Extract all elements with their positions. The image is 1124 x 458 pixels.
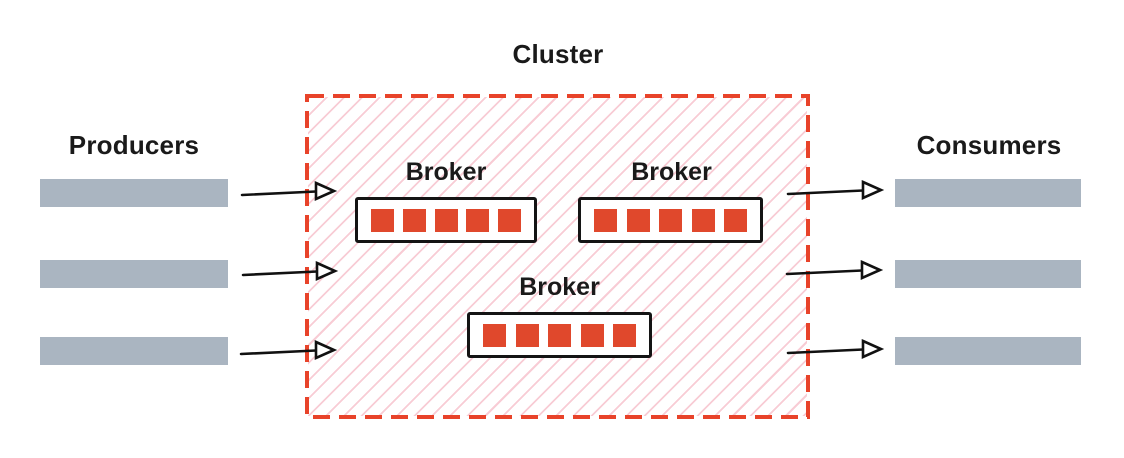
broker-label: Broker	[405, 158, 487, 186]
partition-square	[594, 208, 617, 232]
consumer-bar	[895, 337, 1081, 365]
partition-square	[434, 208, 458, 232]
partition-square	[580, 323, 604, 347]
partition-square	[626, 208, 650, 232]
broker-box	[355, 197, 537, 243]
broker-box	[467, 312, 652, 358]
partition-square	[548, 323, 571, 347]
partition-square	[691, 208, 715, 232]
cluster-hatch-fill	[308, 97, 807, 416]
partition-square	[515, 323, 539, 347]
partition-square	[613, 323, 636, 347]
partition-square	[402, 208, 426, 232]
producer-bar	[40, 260, 228, 288]
cluster-dashed-border	[305, 94, 810, 419]
broker-label: Broker	[519, 273, 600, 301]
broker-box	[578, 197, 763, 243]
cluster-title: Cluster	[512, 39, 604, 69]
cluster-boundary	[305, 94, 810, 419]
producers-label: Producers	[68, 130, 200, 160]
partition-square	[466, 208, 490, 232]
consumer-bar	[895, 260, 1081, 288]
partition-square	[724, 208, 747, 232]
consumers-label: Consumers	[916, 130, 1062, 160]
partition-square	[498, 208, 521, 232]
broker-label: Broker	[631, 158, 712, 186]
partition-square	[659, 208, 682, 232]
producer-bar	[40, 179, 228, 207]
producer-bar	[40, 337, 228, 365]
consumer-bar	[895, 179, 1081, 207]
partition-square	[371, 208, 394, 232]
partition-square	[483, 323, 506, 347]
